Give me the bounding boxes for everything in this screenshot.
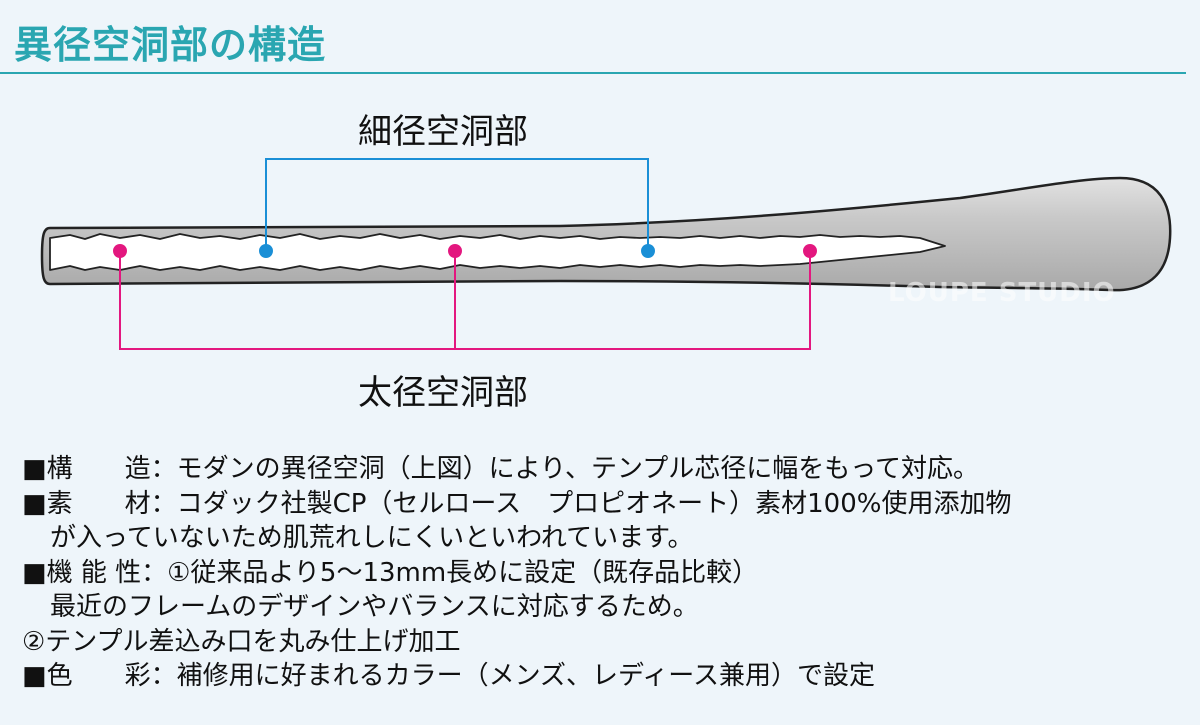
desc-text: 補修用に好まれるカラー（メンズ、レディース兼用）で設定 <box>176 661 875 691</box>
thick-cavity-label: 太径空洞部 <box>358 373 528 413</box>
desc-head: ■構 造： <box>22 454 177 484</box>
desc-line-color: ■色 彩：補修用に好まれるカラー（メンズ、レディース兼用）で設定 <box>22 659 1192 694</box>
desc-text: ①従来品より5〜13mm長めに設定（既存品比較） <box>167 557 759 588</box>
thick-marker-3 <box>803 244 817 258</box>
watermark: LOUPE STUDIO <box>888 278 1116 308</box>
thin-cavity-label: 細径空洞部 <box>358 112 528 152</box>
desc-text: モダンの異径空洞（上図）により、テンプル芯径に幅をもって対応。 <box>176 454 979 484</box>
desc-text: ②テンプル差込み口を丸み仕上げ加工 <box>22 626 461 657</box>
thick-cavity-bracket <box>119 251 811 350</box>
desc-line-function-2: ②テンプル差込み口を丸み仕上げ加工 <box>22 625 1192 660</box>
thin-marker-left <box>259 244 273 258</box>
desc-text: 最近のフレームのデザインやバランスに対応するため。 <box>50 592 699 622</box>
desc-line-material: ■素 材：コダック社製CP（セルロース プロピオネート）素材100%使用添加物 <box>22 487 1192 522</box>
desc-head: ■機 能 性： <box>22 557 168 588</box>
thick-marker-1 <box>113 244 127 258</box>
desc-head: ■素 材： <box>22 488 177 519</box>
desc-line-function: ■機 能 性：①従来品より5〜13mm長めに設定（既存品比較） <box>22 556 1192 591</box>
desc-line-material-cont: が入っていないため肌荒れしにくいといわれています。 <box>22 521 1192 556</box>
desc-text: が入っていないため肌荒れしにくいといわれています。 <box>50 523 694 553</box>
description-block: ■構 造：モダンの異径空洞（上図）により、テンプル芯径に幅をもって対応。 ■素 … <box>22 452 1192 694</box>
thick-marker-2 <box>448 244 462 258</box>
title-underline <box>0 72 1186 74</box>
desc-text: コダック社製CP（セルロース プロピオネート）素材100%使用添加物 <box>176 488 1012 519</box>
page-title: 異径空洞部の構造 <box>14 23 327 67</box>
desc-line-function-cont: 最近のフレームのデザインやバランスに対応するため。 <box>22 590 1192 625</box>
thin-cavity-bracket <box>265 158 649 251</box>
thin-marker-right <box>641 244 655 258</box>
hollow-cavity <box>49 233 946 271</box>
temple-tip-diagram <box>40 158 1172 350</box>
desc-head: ■色 彩： <box>22 661 177 691</box>
temple-tip-body <box>40 176 1172 292</box>
desc-line-structure: ■構 造：モダンの異径空洞（上図）により、テンプル芯径に幅をもって対応。 <box>22 452 1192 487</box>
